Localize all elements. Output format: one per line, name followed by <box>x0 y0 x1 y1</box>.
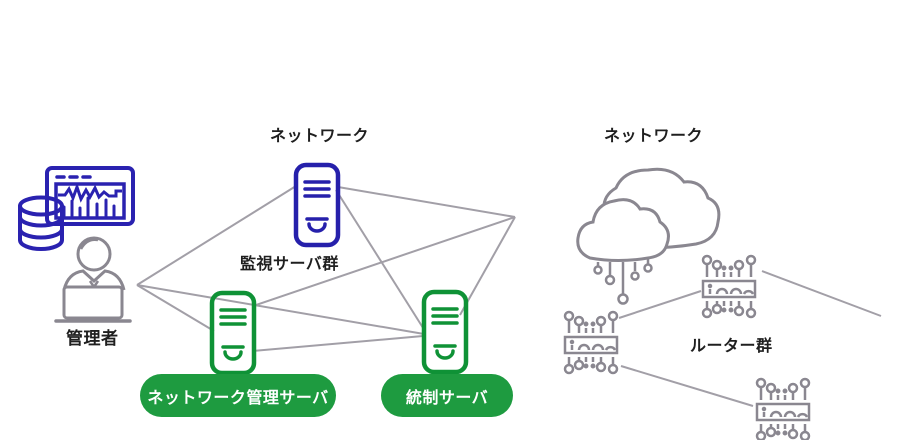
edge-admin-mgmt-server <box>136 284 215 332</box>
admin-label: 管理者 <box>66 329 119 348</box>
edge-router1-out <box>761 270 882 317</box>
edge-admin-monitoring <box>136 185 297 286</box>
edge-router2-router3 <box>620 365 754 407</box>
database-icon <box>18 195 64 251</box>
cloud-circuit-icon <box>576 167 721 305</box>
router-group-label: ルーター群 <box>690 338 773 355</box>
router-icon-2 <box>563 310 619 375</box>
monitoring-servers-label: 監視サーバ群 <box>240 256 339 273</box>
connector-lines <box>136 185 882 407</box>
edge-monitoring-junction <box>337 186 516 218</box>
edge-monitoring-control <box>335 189 426 332</box>
edge-mgmt-junction <box>252 216 516 307</box>
monitoring-server-icon <box>296 165 338 245</box>
edge-admin-control-server <box>136 284 425 335</box>
edge-router2-router1 <box>618 290 702 319</box>
router-icon-1 <box>701 254 757 319</box>
network-mid-label: ネットワーク <box>270 128 370 145</box>
network-mgmt-server-badge: ネットワーク管理サーバ <box>140 374 336 417</box>
router-icon-3 <box>755 377 811 440</box>
network-right-label: ネットワーク <box>604 128 704 145</box>
dashboard-monitor-icon <box>45 166 135 226</box>
network-mgmt-server-icon <box>212 293 254 373</box>
control-server-badge: 統制サーバ <box>381 374 513 417</box>
edge-mgmt-control <box>252 335 424 352</box>
cloud-circuit-dangles <box>593 259 653 305</box>
edge-control-junction <box>459 216 516 316</box>
control-server-icon <box>424 292 466 372</box>
person-laptop-icon <box>54 236 132 323</box>
